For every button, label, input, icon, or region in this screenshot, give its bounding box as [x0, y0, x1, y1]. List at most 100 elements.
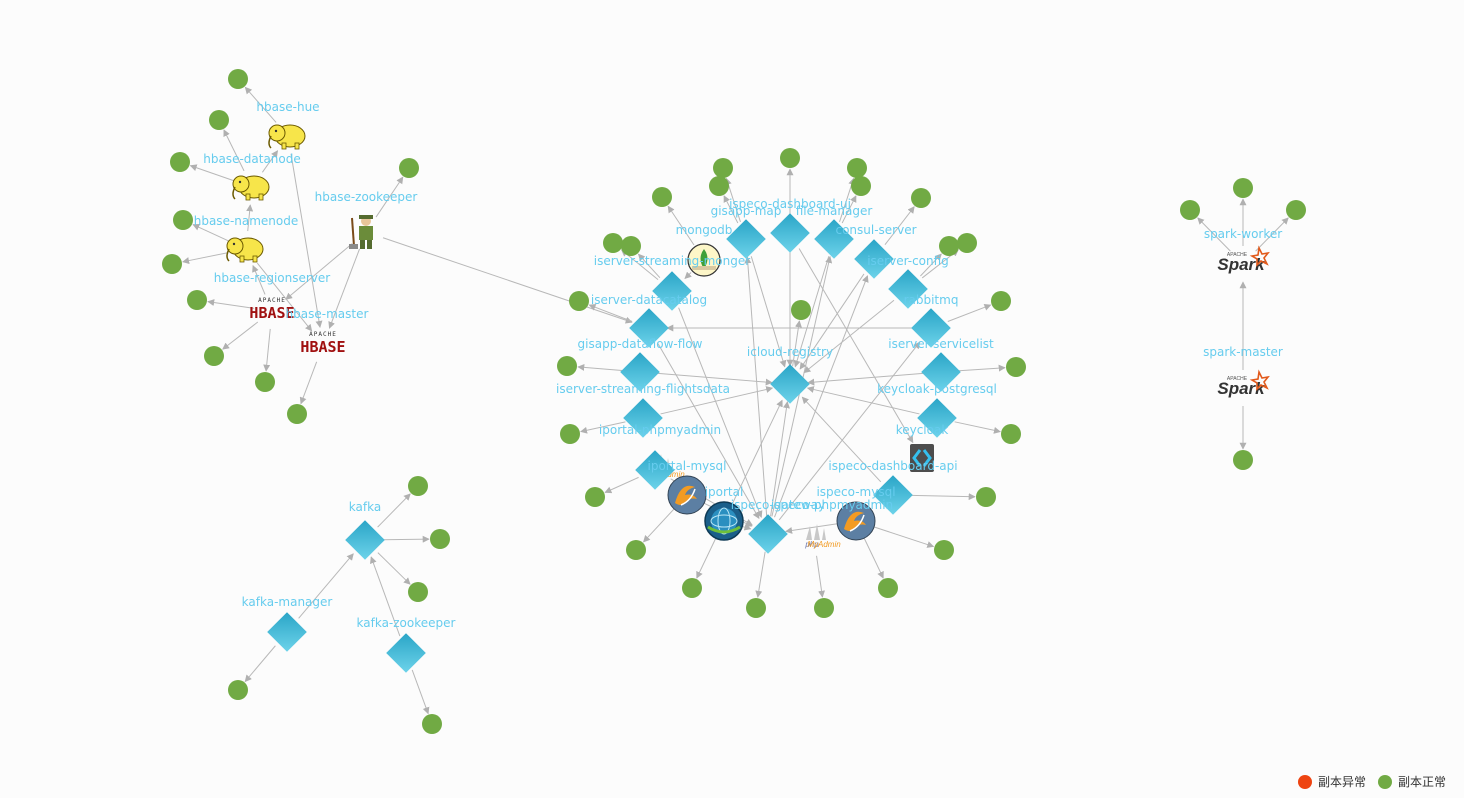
- hadoop-elephant-icon[interactable]: [226, 237, 264, 263]
- service-node-keycloak-postgresql[interactable]: [917, 398, 957, 438]
- replica-dot[interactable]: [626, 540, 646, 560]
- replica-dot[interactable]: [603, 233, 623, 253]
- service-label-hbase-namenode: hbase-namenode: [194, 214, 299, 228]
- service-node-kafka-zookeeper[interactable]: [386, 633, 426, 673]
- mongodb-leaf-icon[interactable]: [687, 243, 721, 277]
- service-node-ispeco-dashboard-ui[interactable]: [770, 213, 810, 253]
- legend-abnormal-dot: [1297, 774, 1312, 789]
- mysql-dolphin-icon[interactable]: [836, 501, 876, 541]
- dependency-edge: [770, 401, 790, 517]
- service-label-iserver-datacatalog: iserver-datacatalog: [591, 293, 707, 307]
- replica-dot[interactable]: [170, 152, 190, 172]
- replica-dot[interactable]: [399, 158, 419, 178]
- service-label-keycloak: keycloak: [896, 423, 949, 437]
- iportal-globe-icon[interactable]: [704, 501, 744, 541]
- replica-dot[interactable]: [204, 346, 224, 366]
- dependency-edge: [799, 273, 865, 370]
- legend-item-abnormal[interactable]: 副本异常: [1297, 773, 1366, 790]
- replica-dot[interactable]: [560, 424, 580, 444]
- mysql-dolphin-icon[interactable]: [667, 475, 707, 515]
- replica-edge: [816, 555, 826, 598]
- service-node-kafka[interactable]: [345, 520, 385, 560]
- hadoop-elephant-icon[interactable]: [232, 175, 270, 201]
- replica-dot[interactable]: [1286, 200, 1306, 220]
- replica-dot[interactable]: [991, 291, 1011, 311]
- replica-dot[interactable]: [911, 188, 931, 208]
- service-node-iserver-streaming-monger[interactable]: [652, 271, 692, 311]
- replica-dot[interactable]: [1180, 200, 1200, 220]
- service-node-iportal-phpmyadmin[interactable]: [635, 450, 675, 490]
- dependency-edge: [382, 237, 633, 324]
- replica-dot[interactable]: [162, 254, 182, 274]
- replica-dot[interactable]: [1233, 178, 1253, 198]
- replica-dot[interactable]: [430, 529, 450, 549]
- replica-dot[interactable]: [585, 487, 605, 507]
- replica-edge: [755, 551, 766, 598]
- replica-dot[interactable]: [1233, 450, 1253, 470]
- replica-dot[interactable]: [408, 582, 428, 602]
- service-node-rabbitmq[interactable]: [911, 308, 951, 348]
- dependency-edge: [750, 256, 787, 368]
- dependency-edge: [744, 256, 768, 517]
- service-node-ispeco-gateway[interactable]: [748, 514, 788, 554]
- zookeeper-keeper-icon[interactable]: [349, 215, 373, 249]
- replica-dot[interactable]: [780, 148, 800, 168]
- replica-dot[interactable]: [228, 69, 248, 89]
- hadoop-elephant-icon[interactable]: [268, 124, 306, 150]
- replica-dot[interactable]: [713, 158, 733, 178]
- replica-dot[interactable]: [569, 291, 589, 311]
- replica-dot[interactable]: [957, 233, 977, 253]
- service-label-ispeco-dashboard-ui: ispeco-dashboard-ui: [729, 197, 851, 211]
- service-node-file-manager[interactable]: [814, 219, 854, 259]
- replica-dot[interactable]: [847, 158, 867, 178]
- dependency-edge: [290, 153, 323, 328]
- replica-dot[interactable]: [976, 487, 996, 507]
- service-node-consul-server[interactable]: [854, 239, 894, 279]
- replica-dot[interactable]: [878, 578, 898, 598]
- replica-dot[interactable]: [228, 680, 248, 700]
- dependency-edge: [369, 556, 401, 637]
- service-node-iserver-servicelist[interactable]: [921, 352, 961, 392]
- replica-dot[interactable]: [209, 110, 229, 130]
- replica-dot[interactable]: [255, 372, 275, 392]
- replica-dot[interactable]: [408, 476, 428, 496]
- replica-dot[interactable]: [187, 290, 207, 310]
- service-node-kafka-manager[interactable]: [267, 612, 307, 652]
- replica-dot[interactable]: [682, 578, 702, 598]
- service-label-kafka-zookeeper: kafka-zookeeper: [357, 616, 456, 630]
- replica-dot[interactable]: [934, 540, 954, 560]
- replica-dot[interactable]: [709, 176, 729, 196]
- replica-dot[interactable]: [939, 236, 959, 256]
- replica-edge: [377, 552, 411, 585]
- replica-edge: [580, 421, 626, 434]
- replica-dot[interactable]: [173, 210, 193, 230]
- service-node-iserver-streaming-flightsdata[interactable]: [623, 398, 663, 438]
- replica-dot[interactable]: [814, 598, 834, 618]
- replica-dot[interactable]: [746, 598, 766, 618]
- replica-dot[interactable]: [287, 404, 307, 424]
- legend-item-normal[interactable]: 副本正常: [1377, 773, 1446, 790]
- replica-dot[interactable]: [791, 300, 811, 320]
- service-node-icloud-registry[interactable]: [770, 364, 810, 404]
- keycloak-icon[interactable]: [910, 444, 934, 472]
- service-node-gisapp-dataflow-flow[interactable]: [620, 352, 660, 392]
- replica-dot[interactable]: [851, 176, 871, 196]
- service-node-gisapp-map[interactable]: [726, 219, 766, 259]
- replica-dot[interactable]: [422, 714, 442, 734]
- service-node-iserver-config[interactable]: [888, 269, 928, 309]
- service-node-ispeco-dashboard-api[interactable]: [873, 475, 913, 515]
- replica-dot[interactable]: [557, 356, 577, 376]
- replica-dot[interactable]: [652, 187, 672, 207]
- replica-dot[interactable]: [621, 236, 641, 256]
- replica-edge: [1197, 217, 1231, 252]
- replica-dot[interactable]: [1001, 424, 1021, 444]
- replica-dot[interactable]: [1006, 357, 1026, 377]
- dependency-edge: [684, 271, 692, 279]
- service-node-iserver-datacatalog[interactable]: [629, 308, 669, 348]
